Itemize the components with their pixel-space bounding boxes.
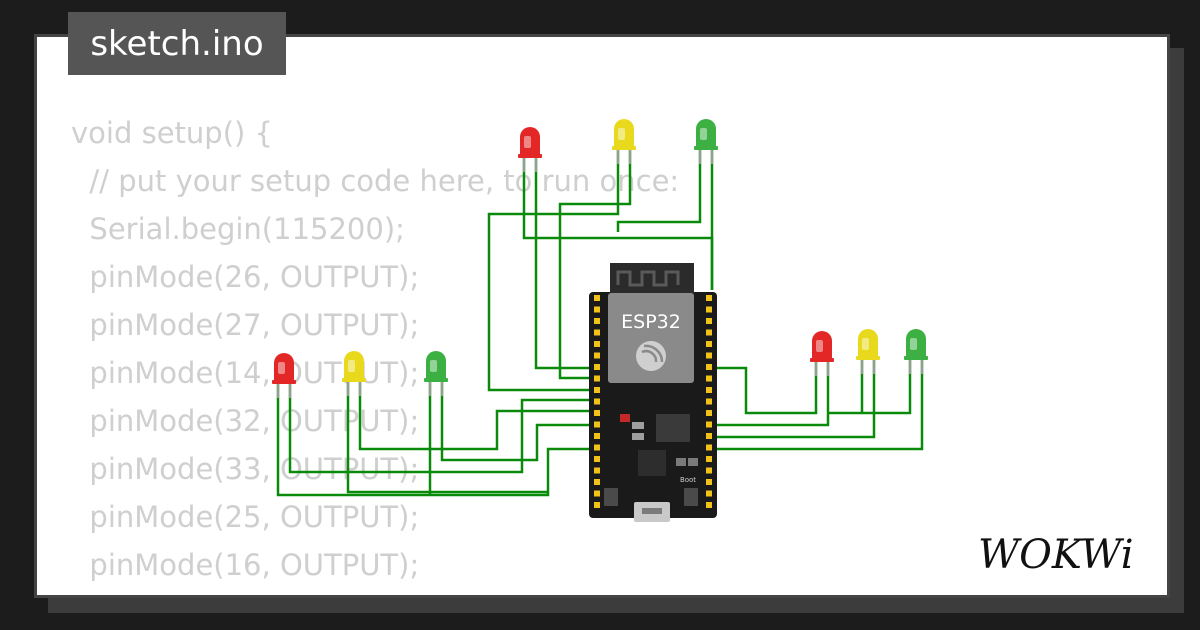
- header-pin: [594, 502, 600, 508]
- wire-top-green: [616, 150, 702, 232]
- usb-uart-chip: [638, 450, 666, 476]
- code-line: pinMode(16, OUTPUT);: [71, 548, 420, 582]
- code-line: pinMode(27, OUTPUT);: [71, 308, 420, 342]
- leds: [272, 119, 928, 398]
- header-pins-left: [594, 295, 600, 508]
- header-pin: [594, 364, 600, 370]
- wire-right-red-b: [714, 362, 830, 427]
- header-pin: [706, 456, 712, 462]
- led-green[interactable]: [424, 351, 448, 396]
- wire-left-yellow-b: [358, 382, 594, 451]
- header-pin: [706, 352, 712, 359]
- wire-right-red: [714, 362, 818, 415]
- wire-right-green-b: [714, 360, 924, 451]
- led-red[interactable]: [272, 353, 296, 398]
- header-pin: [594, 375, 600, 382]
- header-pin: [706, 410, 712, 416]
- wire-left-green-b: [440, 382, 594, 462]
- code-line: pinMode(26, OUTPUT);: [71, 260, 420, 294]
- espressif-icon: [636, 341, 666, 371]
- code-line: pinMode(33, OUTPUT);: [71, 452, 420, 486]
- header-pin: [706, 375, 712, 382]
- module-shield: [608, 293, 694, 383]
- wire-right-yellow-b: [714, 360, 876, 439]
- header-pin: [706, 398, 712, 405]
- code-line: pinMode(32, OUTPUT);: [71, 404, 420, 438]
- header-pin: [594, 352, 600, 359]
- wire-top-yellow-b: [558, 150, 632, 380]
- header-pin: [706, 318, 712, 324]
- smd-component: [688, 458, 698, 466]
- header-pin: [594, 341, 600, 347]
- smd-component: [620, 414, 630, 422]
- code-line: Serial.begin(115200);: [71, 212, 405, 246]
- header-pin: [594, 398, 600, 405]
- regulator-chip: [656, 414, 690, 442]
- header-pin: [706, 329, 712, 336]
- header-pin: [706, 467, 712, 474]
- smd-component: [632, 422, 644, 429]
- wires: [276, 150, 924, 497]
- header-pin: [594, 490, 600, 497]
- wire-left-yellow: [346, 382, 548, 494]
- header-pin: [594, 479, 600, 485]
- wifi-antenna: [610, 263, 694, 297]
- header-pin: [706, 295, 712, 301]
- logo-text: WOKWi: [978, 532, 1134, 578]
- smd-component: [676, 458, 686, 466]
- header-pin: [706, 502, 712, 508]
- led-yellow[interactable]: [612, 119, 636, 164]
- header-pin: [706, 421, 712, 428]
- header-pin: [706, 364, 712, 370]
- header-pin: [594, 306, 600, 313]
- board-label: ESP32: [621, 311, 681, 333]
- wire-left-red-b: [288, 384, 594, 474]
- wire-top-red-b: [534, 158, 594, 370]
- led-red[interactable]: [810, 331, 834, 376]
- file-tab[interactable]: sketch.ino: [68, 12, 286, 75]
- led-green[interactable]: [694, 119, 718, 164]
- boot-button[interactable]: [684, 488, 698, 506]
- header-pin: [594, 295, 600, 301]
- header-pin: [706, 444, 712, 451]
- led-yellow[interactable]: [342, 351, 366, 396]
- wire-right-green: [828, 360, 912, 415]
- code-line: pinMode(25, OUTPUT);: [71, 500, 420, 534]
- header-pin: [706, 490, 712, 497]
- header-pin: [594, 410, 600, 416]
- header-pin: [594, 387, 600, 393]
- header-pins-right: [706, 295, 712, 508]
- header-pin: [594, 329, 600, 336]
- esp32-board[interactable]: ESP32 Boot: [589, 263, 717, 522]
- wire-left-red: [276, 384, 594, 497]
- header-pin: [594, 444, 600, 451]
- header-pin: [706, 387, 712, 393]
- code-line: void setup() {: [71, 116, 273, 150]
- wire-top-yellow: [487, 150, 620, 392]
- en-button[interactable]: [604, 488, 618, 506]
- led-yellow[interactable]: [856, 329, 880, 374]
- header-pin: [594, 467, 600, 474]
- header-pin: [706, 306, 712, 313]
- header-pin: [706, 479, 712, 485]
- led-green[interactable]: [904, 329, 928, 374]
- header-pin: [706, 341, 712, 347]
- header-pin: [594, 421, 600, 428]
- led-red[interactable]: [518, 127, 542, 172]
- boot-label: Boot: [680, 476, 696, 484]
- header-pin: [594, 433, 600, 439]
- header-pin: [594, 318, 600, 324]
- header-pin: [706, 433, 712, 439]
- wokwi-logo: WOKWi: [978, 532, 1134, 578]
- code-line: // put your setup code here, to run once…: [71, 164, 680, 198]
- header-pin: [594, 456, 600, 462]
- smd-component: [632, 433, 644, 440]
